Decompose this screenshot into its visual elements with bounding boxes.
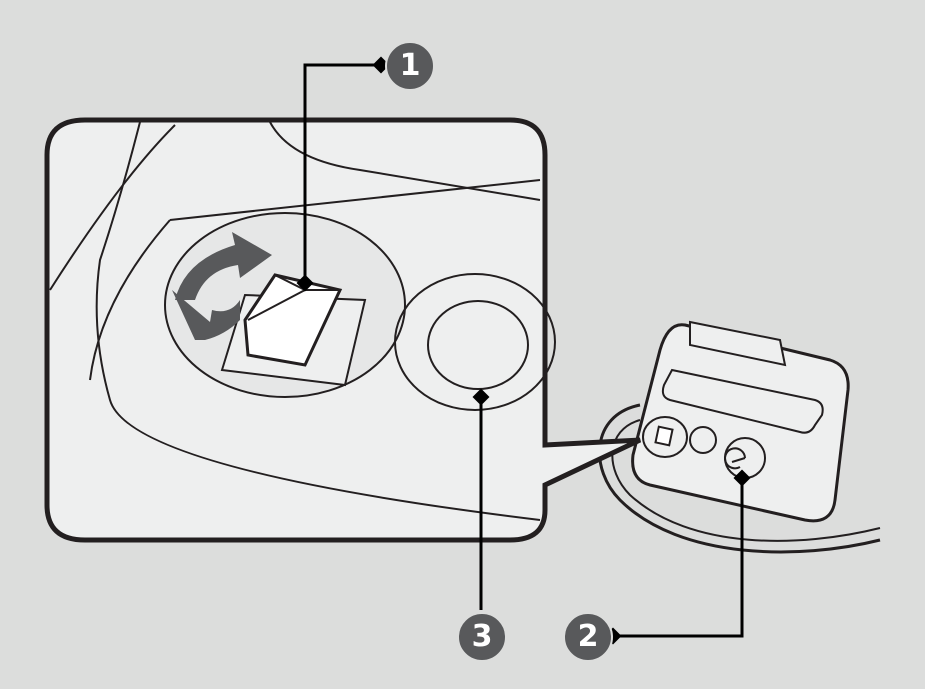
leader-diamond-1 [296,274,314,292]
leader-diamond-3 [472,388,490,406]
callout-2: 2 [563,612,613,662]
callout-3: 3 [457,612,507,662]
leader-diamond-2 [733,469,751,487]
zoom-inset [44,117,642,543]
leader-line-2 [613,478,744,638]
compressor-device [631,320,850,523]
leader-line-1 [303,63,385,283]
leader-lines [303,63,744,638]
callout-1: 1 [385,41,435,91]
